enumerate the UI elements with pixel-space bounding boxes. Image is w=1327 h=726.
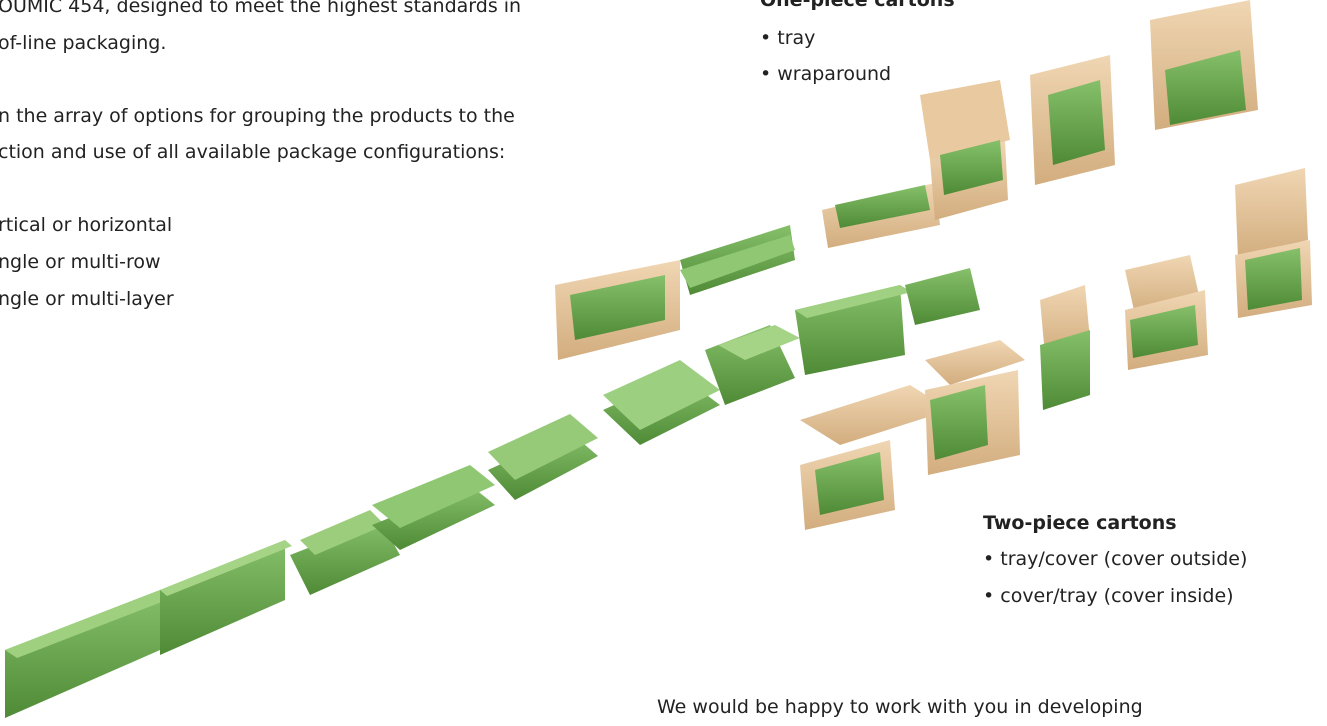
carton-cover-tray-1 [800, 385, 950, 530]
product-group-loose-1 [5, 590, 172, 718]
product-group-stack-1 [160, 540, 292, 655]
one-piece-title: One-piece cartons [760, 0, 955, 11]
product-group-rolls [905, 268, 980, 325]
carton-cover-tray-5 [1235, 168, 1312, 318]
product-group-fanned [290, 510, 400, 595]
carton-tray-open [555, 260, 680, 360]
carton-tray-finished [1150, 0, 1258, 130]
carton-cover-tray-3 [1040, 285, 1090, 410]
product-group-trays-1 [372, 465, 495, 550]
carton-cover-tray-2 [925, 340, 1025, 475]
options-line-2: ction and use of all available package c… [0, 141, 506, 163]
intro-line-1: OUMIC 454, designed to meet the highest … [0, 0, 522, 17]
product-group-block [705, 325, 800, 405]
grouping-item-3: ngle or multi-layer [0, 288, 174, 310]
two-piece-item-cover-tray: • cover/tray (cover inside) [983, 585, 1234, 607]
two-piece-title: Two-piece cartons [983, 512, 1177, 534]
footer-text: We would be happy to work with you in de… [657, 696, 1143, 718]
carton-wraparound-open [920, 80, 1010, 220]
product-row-horizontal [680, 225, 795, 295]
one-piece-item-tray: • tray [760, 27, 816, 49]
options-line-1: n the array of options for grouping the … [0, 105, 515, 127]
two-piece-item-tray-cover: • tray/cover (cover outside) [983, 548, 1248, 570]
one-piece-item-wraparound: • wraparound [760, 63, 892, 85]
grouping-item-2: ngle or multi-row [0, 251, 161, 273]
carton-wraparound-filled [1030, 55, 1115, 185]
carton-cover-tray-4 [1125, 255, 1208, 370]
carton-flat-tray [822, 183, 940, 248]
product-group-vertical [795, 285, 912, 375]
product-group-cups [488, 414, 598, 500]
product-group-flat-stack [603, 360, 720, 445]
intro-line-2: of-line packaging. [0, 32, 167, 54]
grouping-item-1: rtical or horizontal [0, 214, 173, 236]
